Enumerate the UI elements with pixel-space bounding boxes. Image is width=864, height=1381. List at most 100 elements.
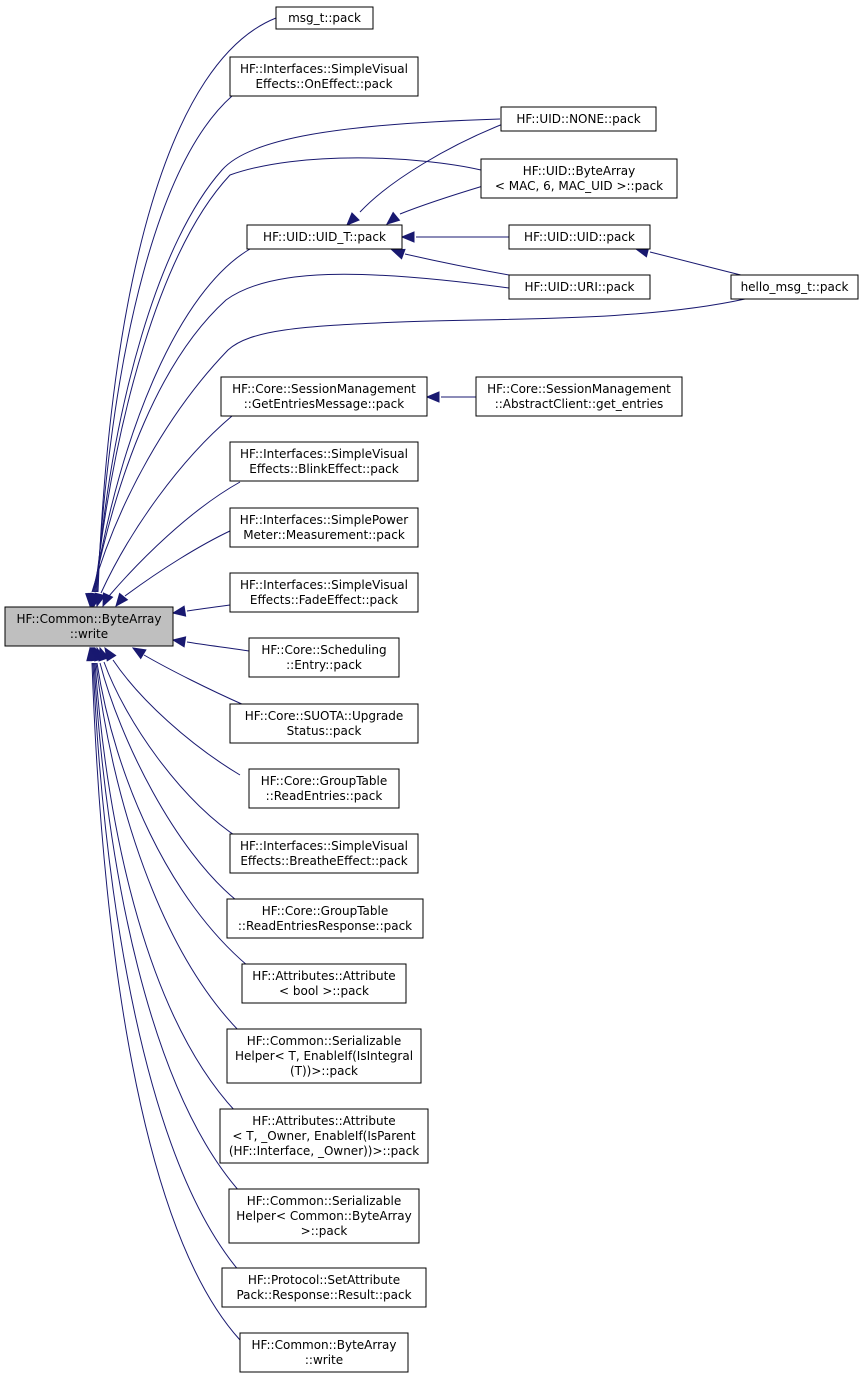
edge-line	[103, 661, 241, 840]
root-node[interactable]: HF::Common::ByteArray::write	[4, 606, 174, 647]
node-box	[241, 963, 407, 1004]
arrowhead-icon	[102, 592, 114, 608]
node-label-line: HF::UID::UID_T::pack	[263, 230, 386, 244]
node-box	[229, 507, 419, 548]
edge-n_grpread-to-root	[104, 646, 241, 776]
node-box	[248, 637, 400, 678]
edge-line	[96, 662, 249, 967]
graph-node[interactable]: HF::UID::URI::pack	[508, 274, 651, 300]
arrowhead-icon	[171, 605, 187, 617]
graph-node[interactable]: HF::Protocol::SetAttributePack::Response…	[221, 1267, 427, 1308]
edge-line	[94, 662, 237, 1113]
node-box	[220, 376, 428, 417]
node-label-line: HF::Core::Scheduling	[261, 643, 386, 657]
node-box	[221, 1267, 427, 1308]
edge-n_uri-to-n_uidt	[390, 248, 516, 277]
node-label-line: ::ReadEntries::pack	[266, 789, 383, 803]
graph-node[interactable]: HF::Interfaces::SimpleVisualEffects::OnE…	[229, 56, 419, 97]
node-label-line: HF::Common::Serializable	[247, 1194, 402, 1208]
graph-node[interactable]: HF::UID::ByteArray< MAC, 6, MAC_UID >::p…	[480, 158, 678, 199]
edge-line	[124, 529, 233, 597]
node-box	[480, 158, 678, 199]
node-box	[275, 6, 374, 30]
edge-n_hello-to-root	[85, 298, 746, 608]
node-label-line: HF::UID::UID::pack	[524, 230, 635, 244]
edge-n_abstractclient-to-n_getentries	[425, 391, 476, 403]
node-box	[730, 274, 859, 300]
arrowhead-icon	[400, 231, 415, 243]
edge-n_fade-to-root	[171, 604, 231, 617]
edge-line	[99, 662, 237, 901]
arrowhead-icon	[94, 592, 106, 608]
graph-node[interactable]: HF::Core::SessionManagement::AbstractCli…	[475, 376, 683, 417]
node-label-line: HF::Common::ByteArray	[252, 1338, 397, 1352]
arrowhead-icon	[385, 211, 401, 225]
graph-node[interactable]: HF::Core::GroupTable::ReadEntries::pack	[248, 768, 400, 809]
graph-node[interactable]: HF::Core::GroupTable::ReadEntriesRespons…	[226, 898, 424, 939]
node-label-line: Effects::BlinkEffect::pack	[249, 462, 399, 476]
node-label-line: HF::UID::NONE::pack	[516, 112, 640, 126]
node-label-line: ::ReadEntriesResponse::pack	[238, 919, 412, 933]
node-label-line: HF::Interfaces::SimpleVisual	[240, 578, 408, 592]
node-label-line: ::write	[305, 1353, 343, 1367]
graph-node[interactable]: HF::UID::NONE::pack	[500, 106, 657, 132]
graph-node[interactable]: HF::Interfaces::SimpleVisualEffects::Bli…	[229, 441, 419, 482]
edge-line	[404, 253, 516, 277]
node-box	[229, 572, 419, 613]
node-label-line: Status::pack	[287, 724, 362, 738]
edge-line	[93, 662, 241, 1193]
edge-n_bawrite-to-root	[86, 646, 241, 1341]
node-label-line: (HF::Interface, _Owner))>::pack	[229, 1144, 419, 1158]
graph-node[interactable]: HF::Core::SessionManagement::GetEntriesM…	[220, 376, 428, 417]
graph-node[interactable]: msg_t::pack	[275, 6, 374, 30]
edge-line	[399, 185, 484, 215]
edge-n_getentries-to-root	[94, 415, 233, 608]
graph-node[interactable]: hello_msg_t::pack	[730, 274, 859, 300]
node-box	[228, 1188, 420, 1244]
edge-line	[359, 123, 504, 213]
node-label-line: HF::UID::URI::pack	[525, 280, 635, 294]
node-label-line: >::pack	[301, 1224, 348, 1238]
edge-line	[94, 157, 482, 593]
node-label-line: ::Entry::pack	[286, 658, 362, 672]
node-label-line: Meter::Measurement::pack	[243, 528, 405, 542]
node-box	[219, 1108, 429, 1164]
graph-node[interactable]: HF::Attributes::Attribute< T, _Owner, En…	[219, 1108, 429, 1164]
node-box	[226, 898, 424, 939]
edge-line	[100, 415, 233, 594]
graph-node[interactable]: HF::UID::UID::pack	[508, 224, 651, 250]
node-label-line: < MAC, 6, MAC_UID >::pack	[495, 179, 663, 193]
edge-n_uid-to-n_uidt	[400, 231, 509, 243]
node-label-line: HF::Protocol::SetAttribute	[248, 1273, 400, 1287]
node-box	[229, 833, 419, 874]
node-label-line: HF::Interfaces::SimpleVisual	[240, 839, 408, 853]
graph-node[interactable]: HF::Core::Scheduling::Entry::pack	[248, 637, 400, 678]
node-label-line: HF::Common::Serializable	[247, 1034, 402, 1048]
graph-node[interactable]: HF::Interfaces::SimpleVisualEffects::Bre…	[229, 833, 419, 874]
edge-n_breathe-to-root	[98, 646, 241, 840]
nodes-layer: HF::Common::ByteArray::write msg_t::packH…	[4, 6, 859, 1373]
node-label-line: HF::Common::ByteArray	[17, 612, 162, 626]
node-box	[229, 441, 419, 482]
edge-n_uri-to-root	[86, 273, 510, 608]
node-label-line: Helper< Common::ByteArray	[236, 1209, 411, 1223]
graph-node[interactable]: HF::UID::UID_T::pack	[246, 224, 403, 250]
graph-node[interactable]: HF::Interfaces::SimplePowerMeter::Measur…	[229, 507, 419, 548]
graph-node[interactable]: HF::Attributes::Attribute< bool >::pack	[241, 963, 407, 1004]
edge-n_bytearray_mac-to-n_uidt	[385, 185, 484, 225]
edge-line	[95, 662, 241, 1033]
node-label-line: msg_t::pack	[288, 11, 361, 25]
graph-node[interactable]: HF::Common::ByteArray::write	[239, 1332, 409, 1373]
arrowhead-icon	[85, 593, 97, 608]
node-label-line: Helper< T, EnableIf(IsIntegral	[235, 1049, 413, 1063]
node-label-line: HF::Core::SessionManagement	[487, 382, 671, 396]
graph-node[interactable]: HF::Interfaces::SimpleVisualEffects::Fad…	[229, 572, 419, 613]
node-box	[229, 56, 419, 97]
node-box	[508, 224, 651, 250]
arrowhead-icon	[390, 248, 406, 260]
node-box	[246, 224, 403, 250]
